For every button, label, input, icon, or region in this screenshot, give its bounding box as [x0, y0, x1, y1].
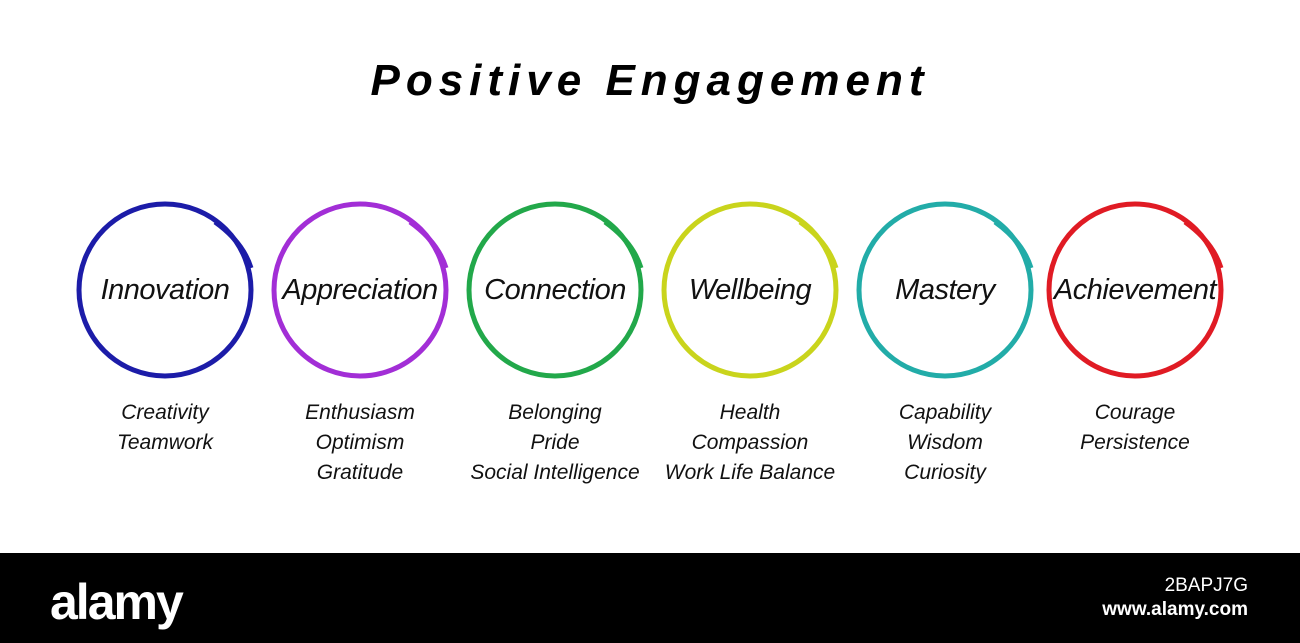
circle-icon — [661, 201, 839, 379]
word: Enthusiasm — [305, 401, 415, 424]
item-label: Wellbeing — [688, 274, 812, 306]
watermark-footer: alamy 2BAPJ7G www.alamy.com — [0, 553, 1300, 643]
item-achievement: Achievement Courage Persistence — [1035, 190, 1235, 490]
diagram-title: Positive Engagement — [370, 56, 930, 105]
item-label: Connection — [484, 274, 626, 306]
word: Creativity — [121, 401, 209, 424]
circle-icon — [1046, 201, 1224, 379]
item-connection: Connection Belonging Pride Social Intell… — [455, 190, 655, 490]
item-words: Creativity Teamwork — [45, 398, 285, 458]
word: Persistence — [1080, 431, 1190, 454]
word: Teamwork — [116, 431, 214, 454]
item-label: Innovation — [100, 274, 230, 306]
word: Social Intelligence — [470, 461, 640, 484]
word: Courage — [1094, 401, 1176, 424]
item-innovation: Innovation Creativity Teamwork — [65, 190, 265, 490]
item-label: Mastery — [895, 274, 995, 306]
word: Gratitude — [316, 461, 404, 484]
item-words: Health Compassion Work Life Balance — [630, 398, 870, 488]
item-appreciation: Appreciation Enthusiasm Optimism Gratitu… — [260, 190, 460, 490]
word: Health — [719, 401, 781, 424]
item-label: Appreciation — [282, 274, 438, 306]
item-words: Belonging Pride Social Intelligence — [435, 398, 675, 488]
circle-icon — [856, 201, 1034, 379]
item-label: Achievement — [1053, 274, 1217, 306]
word: Belonging — [508, 401, 602, 424]
word: Work Life Balance — [664, 461, 836, 484]
circle-icon — [466, 201, 644, 379]
site-url: www.alamy.com — [1102, 599, 1248, 620]
item-mastery: Mastery Capability Wisdom Curiosity — [845, 190, 1045, 490]
word: Wisdom — [907, 431, 983, 454]
alamy-logo: alamy — [50, 574, 184, 630]
word: Compassion — [691, 431, 809, 454]
word: Optimism — [315, 431, 405, 454]
word: Pride — [530, 431, 580, 454]
circle-icon — [271, 201, 449, 379]
circle-icon — [76, 201, 254, 379]
item-words: Courage Persistence — [1015, 398, 1255, 458]
word: Capability — [898, 401, 992, 424]
item-words: Capability Wisdom Curiosity — [825, 398, 1065, 488]
item-wellbeing: Wellbeing Health Compassion Work Life Ba… — [650, 190, 850, 490]
word: Curiosity — [904, 461, 986, 484]
image-id: 2BAPJ7G — [1164, 575, 1248, 596]
item-words: Enthusiasm Optimism Gratitude — [240, 398, 480, 488]
